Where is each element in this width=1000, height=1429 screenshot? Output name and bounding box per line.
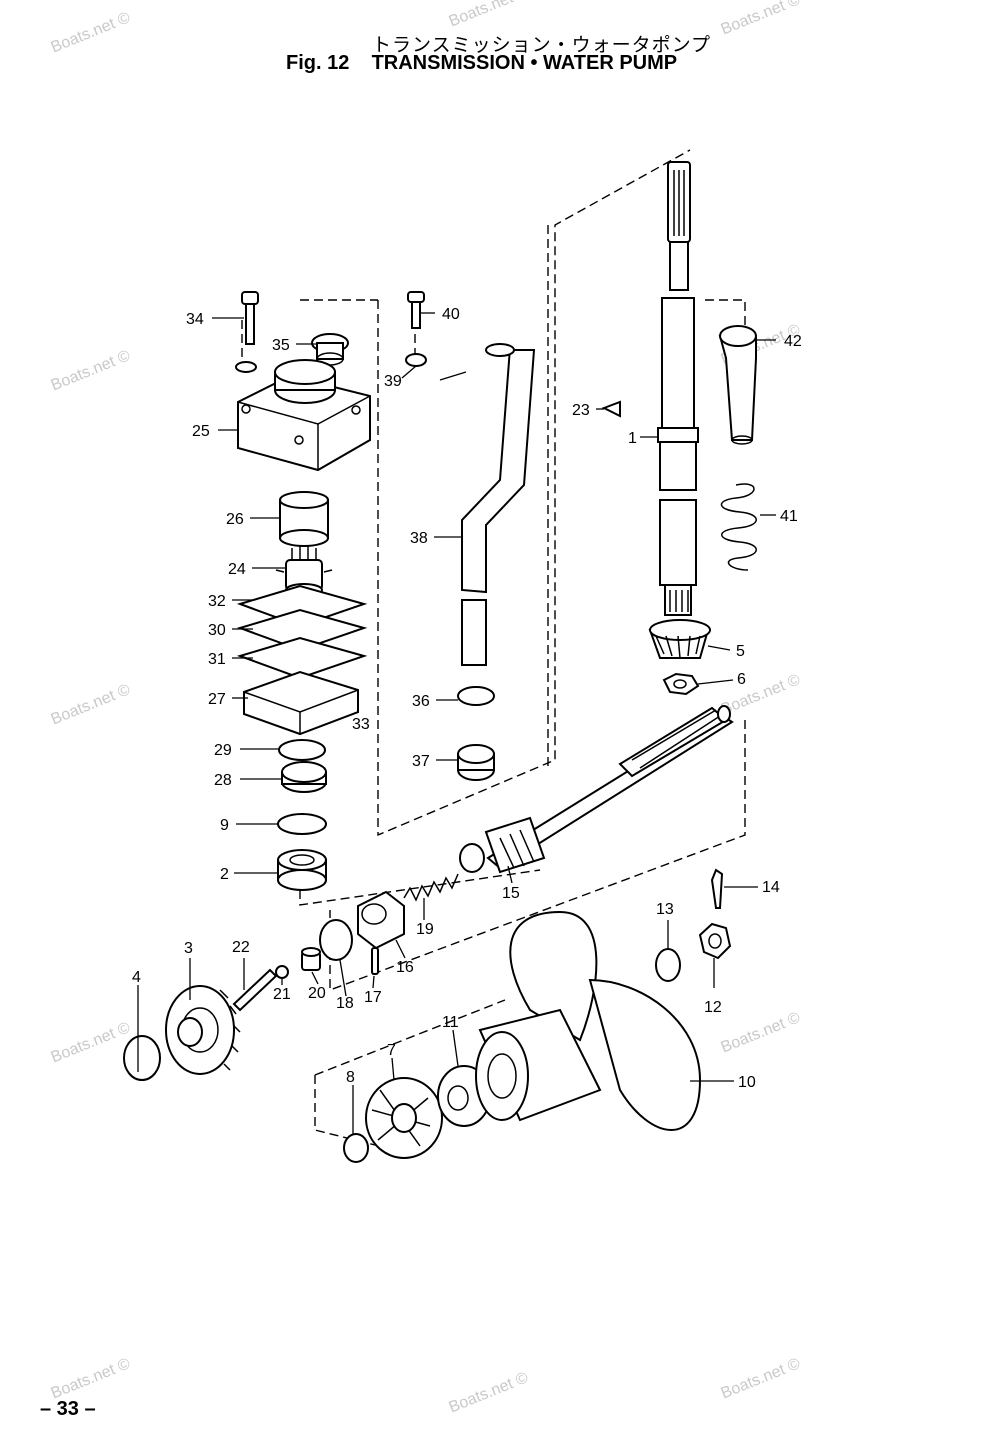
part-12-propeller-nut: [698, 922, 732, 960]
part-10-propeller: [475, 910, 702, 1131]
callout-12: 12: [704, 999, 722, 1016]
callout-labels: 34 35 25 26 24 32 30 31 27 33 29 28 9 2 …: [132, 306, 802, 1091]
part-23-key: [601, 400, 621, 418]
part-30-plate: [236, 608, 368, 652]
part-16-clutch: [357, 890, 405, 950]
part-22-pin: [232, 968, 278, 1012]
callout-35: 35: [272, 337, 290, 354]
part-4-shim: [123, 1035, 161, 1081]
part-31-gasket: [236, 636, 368, 680]
callout-23: 23: [572, 402, 590, 419]
part-25-pump-housing: [237, 359, 371, 472]
callout-36: 36: [412, 693, 430, 710]
callout-28: 28: [214, 772, 232, 789]
part-14-cotter-pin: [710, 868, 724, 909]
callout-13: 13: [656, 901, 674, 918]
callout-24: 24: [228, 561, 246, 578]
leader-lines: [137, 312, 776, 1134]
callout-17: 17: [364, 989, 382, 1006]
callout-14: 14: [762, 879, 780, 896]
callout-32: 32: [208, 593, 226, 610]
part-36-grommet: [457, 686, 495, 706]
callout-37: 37: [412, 753, 430, 770]
callout-21: 21: [273, 986, 291, 1003]
callout-15: 15: [502, 885, 520, 902]
callout-19: 19: [416, 921, 434, 938]
callout-16: 16: [396, 959, 414, 976]
part-20-sleeve: [301, 947, 321, 971]
assembly-boundary-lines: [241, 149, 746, 1151]
part-18-ring: [319, 919, 353, 961]
part-2-bearing: [277, 849, 327, 891]
part-6-nut: [662, 672, 700, 696]
callout-11: 11: [442, 1014, 459, 1031]
part-13-washer: [655, 948, 681, 982]
part-42-bushing: [718, 325, 757, 445]
part-27-pump-case: [243, 670, 359, 736]
part-37-grommet: [457, 744, 495, 781]
callout-4: 4: [132, 969, 141, 986]
part-8-shim: [343, 1133, 369, 1163]
callout-31: 31: [208, 651, 226, 668]
callout-1: 1: [628, 430, 637, 447]
part-19-spring: [403, 873, 459, 902]
part-34-washer: [235, 361, 257, 373]
callout-27: 27: [208, 691, 226, 708]
part-39-washer: [405, 353, 427, 367]
callout-38: 38: [410, 530, 428, 547]
callout-7: 7: [387, 1042, 396, 1059]
callout-33: 33: [352, 716, 370, 733]
callout-22: 22: [232, 939, 250, 956]
part-7-bevel-gear: [365, 1077, 443, 1159]
part-40-screw: [407, 291, 425, 329]
callout-18: 18: [336, 995, 354, 1012]
part-35-cap: [311, 333, 349, 366]
callout-42: 42: [784, 333, 802, 350]
callout-2: 2: [220, 866, 229, 883]
part-29-o-ring: [278, 739, 326, 761]
part-1-drive-shaft: [657, 161, 699, 616]
part-28-seal: [281, 761, 327, 793]
callout-29: 29: [214, 742, 232, 759]
callout-8: 8: [346, 1069, 355, 1086]
part-15-propeller-shaft: [459, 705, 734, 874]
callout-3: 3: [184, 940, 193, 957]
callout-39: 39: [384, 373, 402, 390]
part-26-insert: [279, 491, 329, 547]
callout-25: 25: [192, 423, 210, 440]
callout-5: 5: [736, 643, 745, 660]
callout-20: 20: [308, 985, 326, 1002]
part-41-spring: [720, 483, 757, 571]
part-38-water-tube: [461, 343, 536, 666]
part-3-bevel-gear: [165, 985, 241, 1075]
part-21-cap: [275, 965, 289, 979]
callout-26: 26: [226, 511, 244, 528]
diagram-title-japanese: トランスミッション・ウォータポンプ: [372, 34, 712, 56]
callout-6: 6: [737, 671, 746, 688]
part-5-pinion-gear: [648, 619, 711, 659]
part-9-circlip: [277, 813, 327, 835]
part-34-bolt: [241, 291, 259, 345]
callout-40: 40: [442, 306, 460, 323]
callout-30: 30: [208, 622, 226, 639]
callout-10: 10: [738, 1074, 756, 1091]
page-number: – 33 –: [40, 1398, 96, 1420]
callout-34: 34: [186, 311, 204, 328]
callout-41: 41: [780, 508, 798, 525]
diagram-title: Fig. 12 TRANSMISSION • WATER PUMP: [286, 52, 678, 74]
part-17-pin: [371, 947, 379, 975]
callout-9: 9: [220, 817, 229, 834]
